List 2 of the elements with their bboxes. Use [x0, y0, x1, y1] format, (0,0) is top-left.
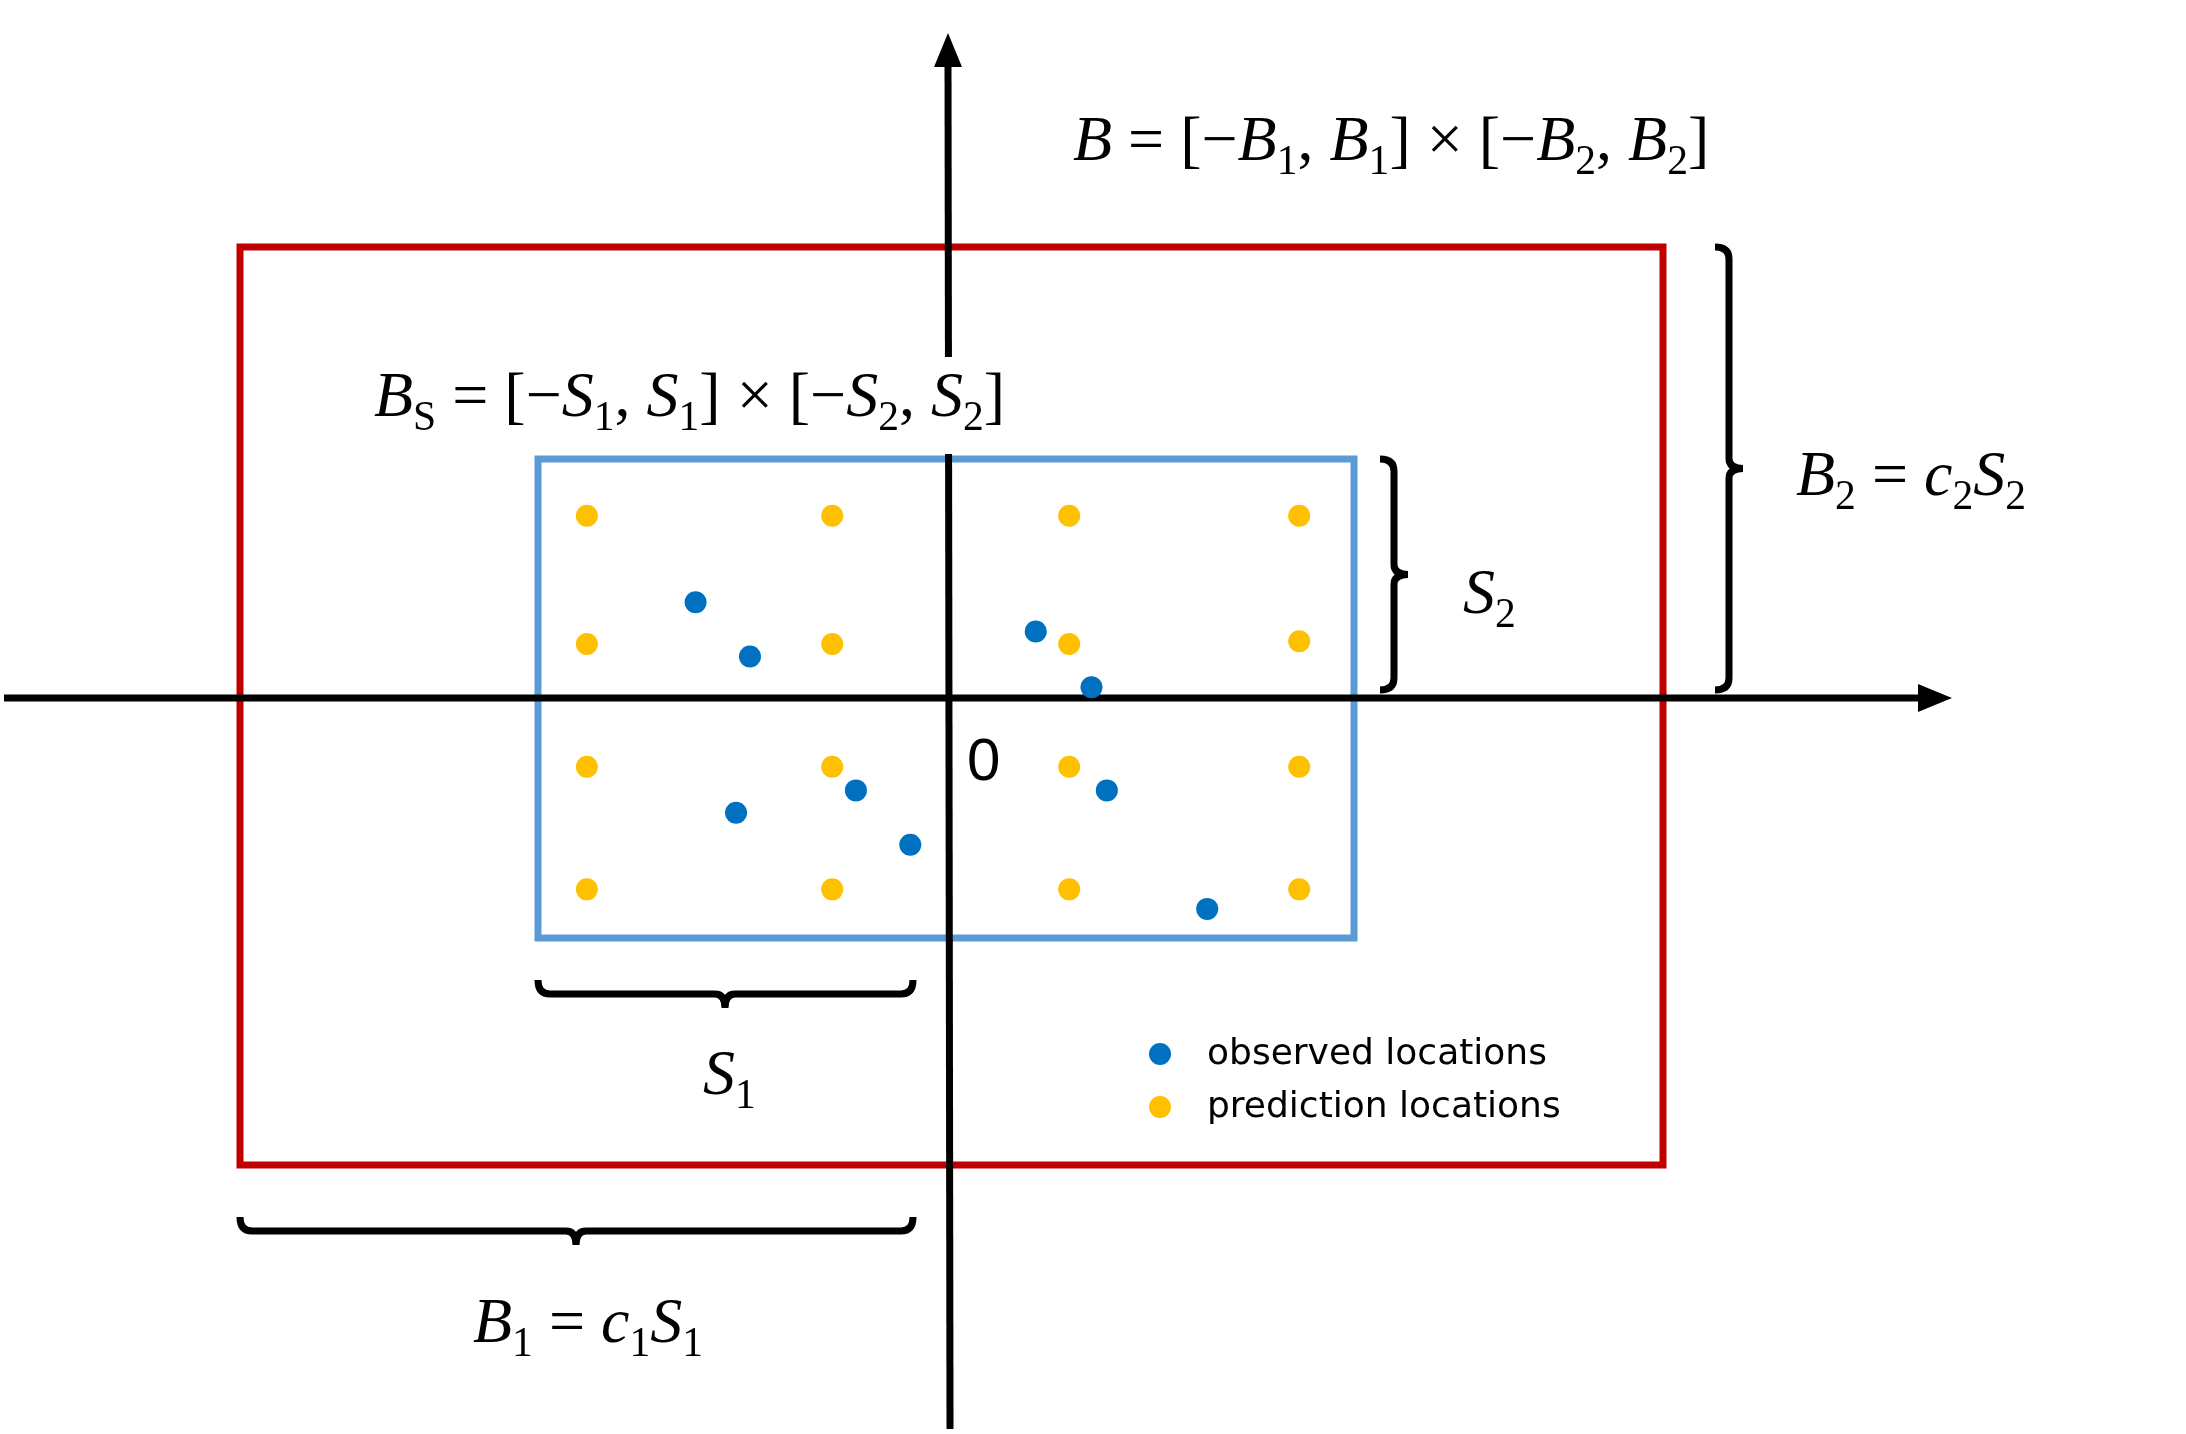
legend-label: observed locations [1207, 1030, 1547, 1074]
legend-label: prediction locations [1207, 1083, 1561, 1127]
